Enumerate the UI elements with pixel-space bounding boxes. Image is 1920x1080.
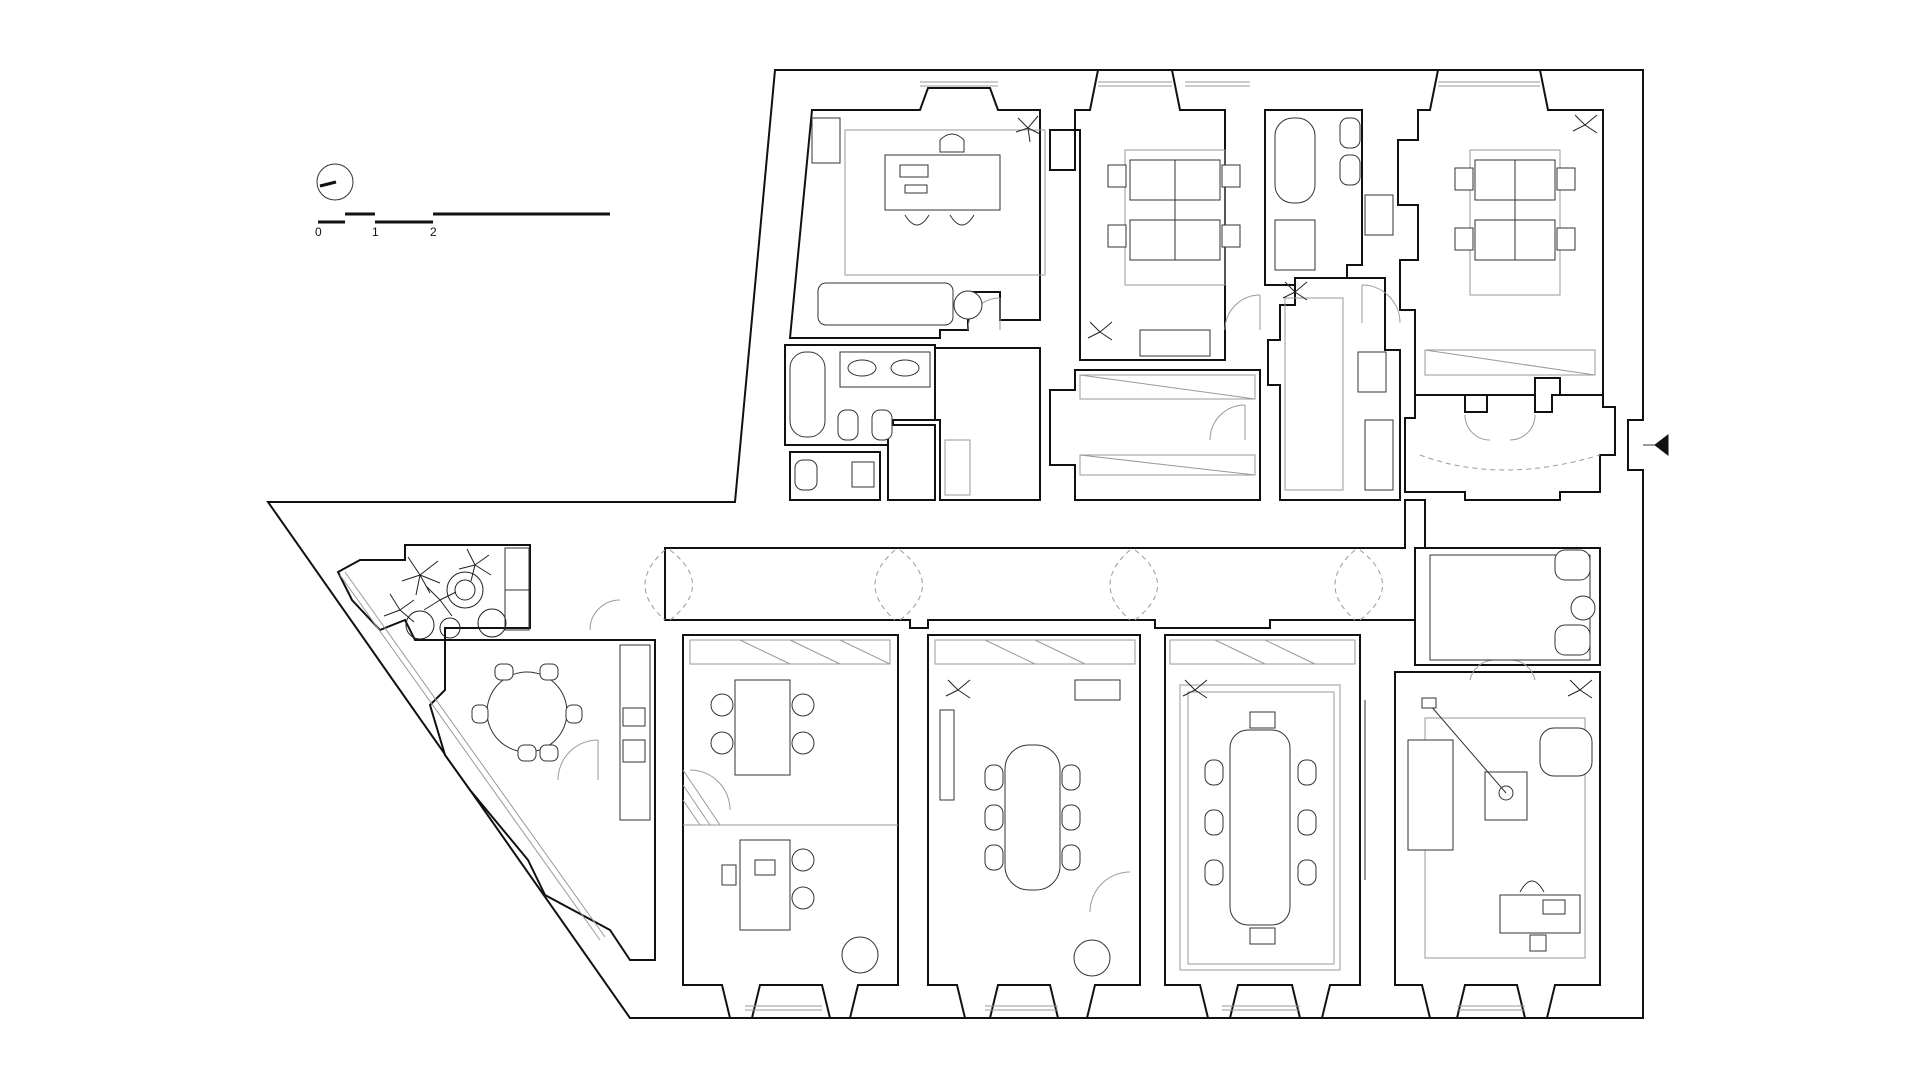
scale-label-1: 1 xyxy=(372,225,379,239)
corridor-arches xyxy=(644,454,1601,621)
hall-middle xyxy=(1049,369,1261,501)
office-top-middle xyxy=(1049,69,1226,361)
top-middle-office-furniture xyxy=(1107,149,1241,357)
legend: 0 1 2 xyxy=(315,163,610,239)
lounge-furniture xyxy=(1429,549,1596,661)
corridor-center xyxy=(1267,277,1401,501)
left-bathroom-fixtures xyxy=(789,351,931,491)
meeting-room-right-furniture xyxy=(1179,684,1366,971)
bottom-left-office-furniture xyxy=(683,679,898,974)
scale-bar: 0 1 2 xyxy=(315,212,610,239)
north-arrow-icon xyxy=(316,163,354,201)
terrace-plants xyxy=(383,547,530,640)
entrance-hall xyxy=(1404,394,1616,501)
stair-hatch xyxy=(682,769,721,826)
windows xyxy=(339,81,1540,1011)
doors xyxy=(557,284,1536,913)
scale-label-0: 0 xyxy=(315,225,322,239)
storage-left xyxy=(887,424,936,501)
corridor-bench xyxy=(1284,297,1394,491)
kitchen-furniture xyxy=(471,644,651,821)
top-left-office-furniture xyxy=(811,117,1046,326)
director-office-furniture xyxy=(1407,697,1593,959)
wardrobes xyxy=(689,349,1596,665)
room-plants xyxy=(945,114,1598,699)
scale-label-2: 2 xyxy=(430,225,437,239)
main-corridor xyxy=(664,499,1601,636)
top-bathroom-fixtures xyxy=(1274,117,1394,271)
meeting-room-center-furniture xyxy=(939,679,1121,977)
top-right-office-furniture xyxy=(1454,149,1576,296)
terrace xyxy=(336,544,531,641)
entrance-arrow-icon xyxy=(1643,433,1669,457)
